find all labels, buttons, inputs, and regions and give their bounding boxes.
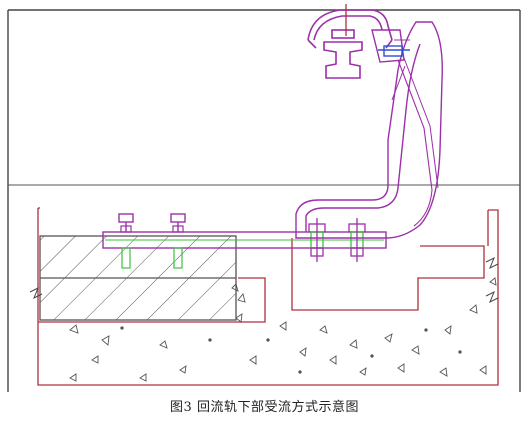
insulated-hood <box>307 9 393 49</box>
concrete-aggregate <box>69 277 497 382</box>
collector-shoe <box>371 29 410 63</box>
bracket-bolt-1 <box>308 218 326 262</box>
return-rail-bracket-plate <box>102 231 387 249</box>
trackbed-outline <box>37 207 499 386</box>
insulator-support-arm <box>295 21 443 239</box>
anchor-bolt-left <box>118 213 134 269</box>
figure-caption: 图3 回流轨下部受流方式示意图 <box>170 400 359 415</box>
sleeper-block <box>39 235 237 321</box>
bracket-bolt-2 <box>348 218 366 262</box>
conductor-rail <box>323 29 363 79</box>
drawing-frame <box>7 9 521 392</box>
break-marks <box>29 256 499 304</box>
anchor-bolt-right <box>170 213 186 269</box>
